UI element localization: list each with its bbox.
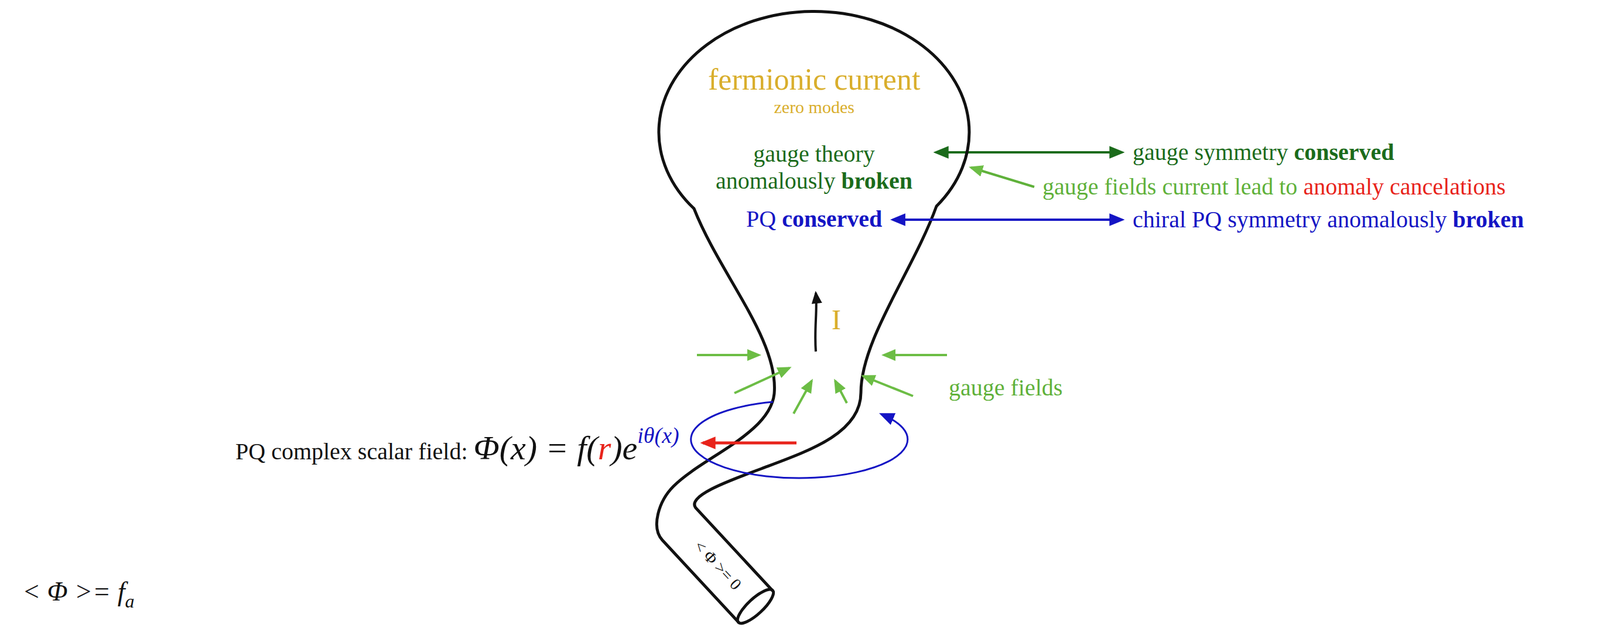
- gauge-arrow: [793, 380, 812, 414]
- gauge-arrow: [734, 367, 790, 393]
- pq-statement: chiral PQ symmetry anomalously broken: [1132, 206, 1524, 234]
- text-run: broken: [840, 167, 913, 194]
- text-run: PQ complex scalar field:: [235, 438, 474, 465]
- vacuum-value: < Φ >= fa: [22, 576, 135, 613]
- string-outline: [694, 206, 937, 591]
- gauge-statement: gauge symmetry conserved: [1132, 138, 1395, 166]
- text-run: anomaly cancelations: [1303, 173, 1506, 200]
- anomaly-statement: gauge fields current lead to anomaly can…: [1042, 173, 1506, 201]
- text-run: Φ(x) = f(: [473, 428, 598, 467]
- core-value: < Φ >= 0: [689, 537, 745, 594]
- current-symbol: I: [831, 303, 841, 336]
- gauge-fields-label: gauge fields: [948, 374, 1063, 402]
- text-run: conserved: [781, 205, 882, 232]
- current-balloon: fermionic currentzero modes gauge theory …: [658, 11, 970, 254]
- leader-arrow: [935, 151, 1123, 154]
- gauge-field-arrows: [696, 354, 947, 414]
- gauge-arrow: [835, 380, 847, 403]
- gauge-note: gauge theory anomalously broken: [702, 140, 926, 195]
- gauge-arrow: [696, 353, 760, 357]
- string-end-cap: [733, 584, 778, 628]
- balloon-border: [658, 11, 970, 209]
- gauge-arrow: [883, 353, 947, 357]
- text-run: iθ(x): [637, 422, 679, 448]
- text-run: a: [124, 590, 135, 612]
- gauge-arrow: [863, 375, 914, 396]
- text-run: )e: [610, 428, 638, 467]
- text-run: < Φ >= f: [22, 576, 125, 607]
- current-arrow: [815, 292, 817, 352]
- scalar-field-formula: PQ complex scalar field: Φ(x) = f(r)eiθ(…: [235, 422, 680, 468]
- text-run: PQ: [746, 205, 782, 232]
- current-heading: fermionic current: [708, 62, 921, 98]
- leader-arrow: [971, 167, 1035, 187]
- current-subheading: zero modes: [774, 97, 855, 118]
- text-run: gauge fields current lead to: [1042, 173, 1304, 200]
- leader-arrow: [892, 218, 1123, 221]
- text-run: chiral PQ symmetry anomalously: [1132, 206, 1454, 233]
- text-run: gauge symmetry: [1132, 138, 1295, 166]
- text-run: conserved: [1294, 138, 1395, 166]
- radius-arrow: [702, 441, 797, 445]
- winding-loop: [691, 401, 908, 478]
- text-run: broken: [1453, 206, 1525, 233]
- pq-note: PQ conserved: [746, 205, 882, 233]
- text-run: r: [597, 428, 612, 467]
